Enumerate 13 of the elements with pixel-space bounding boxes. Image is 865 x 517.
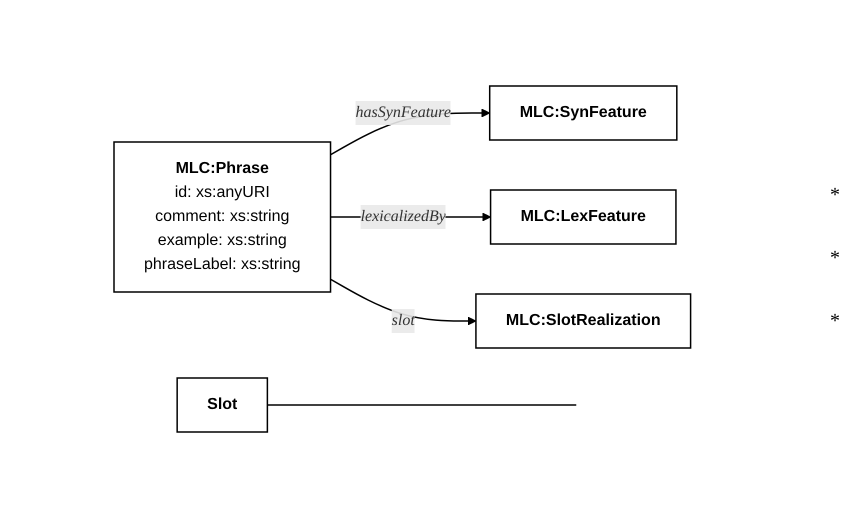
node-box: MLC:Phrase id: xs:anyURI comment: xs:string example: xs:string phraseLabel: xs:string — [113, 140, 332, 292]
multiplicity-label: * — [830, 247, 840, 270]
multiplicity-label: * — [830, 310, 840, 333]
node-box: MLC:SynFeature — [489, 84, 678, 140]
node-box: Slot — [176, 376, 268, 432]
node-box: MLC:LexFeature — [490, 188, 677, 244]
edge-label: slot — [392, 312, 415, 328]
edge-label: lexicalizedBy — [360, 208, 446, 224]
edge-label: hasSynFeature — [356, 104, 452, 120]
node-box: MLC:SlotRealization — [475, 292, 692, 348]
connector — [268, 404, 576, 406]
multiplicity-label: * — [830, 184, 840, 207]
arrow — [330, 278, 477, 325]
